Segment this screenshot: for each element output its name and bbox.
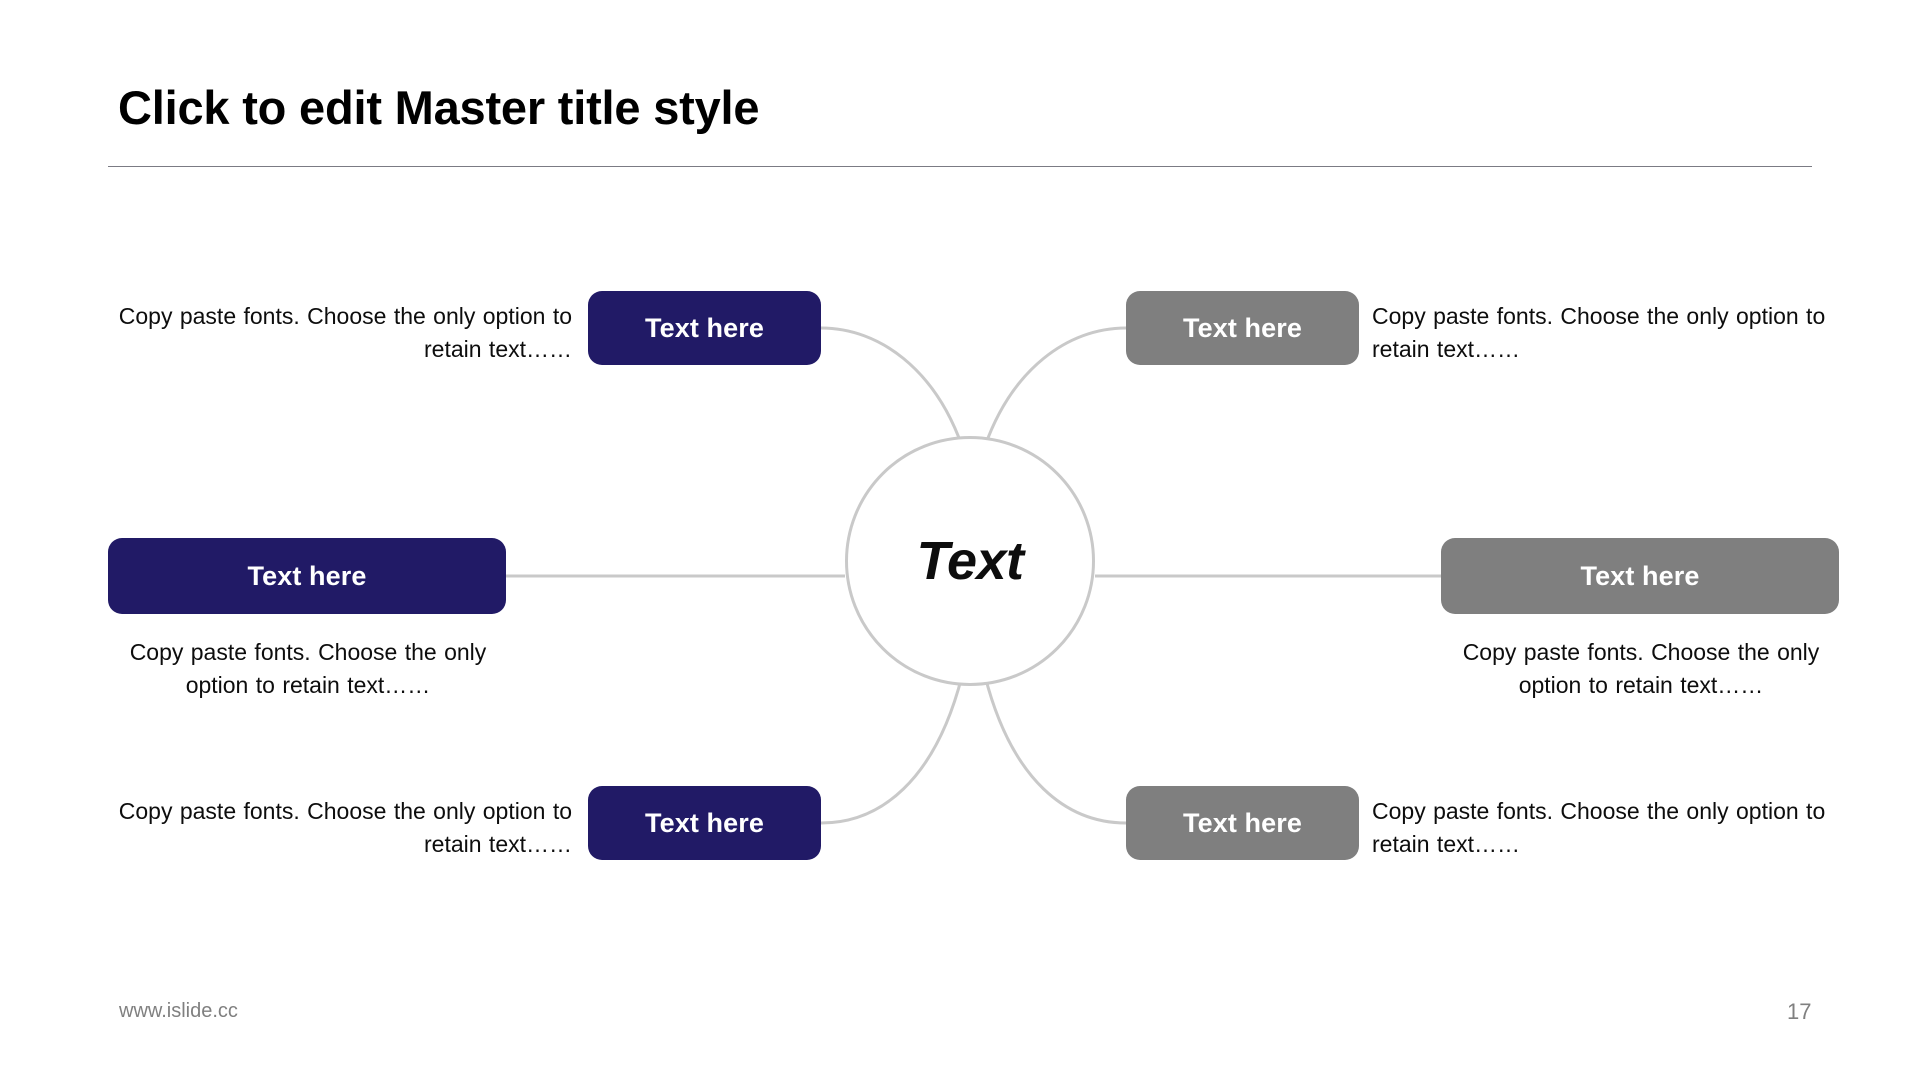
connector-top-right	[983, 326, 1127, 447]
description-top-left[interactable]: Copy paste fonts. Choose the only option…	[118, 303, 572, 362]
node-box-middle-left-label: Text here	[247, 560, 367, 591]
page-title: Click to edit Master title style	[118, 81, 760, 134]
center-circle-node[interactable]: Text	[845, 436, 1095, 686]
description-top-right[interactable]: Copy paste fonts. Choose the only option…	[1372, 303, 1826, 362]
node-box-top-left[interactable]: Text here	[588, 291, 821, 365]
node-box-middle-left[interactable]: Text here	[108, 538, 506, 614]
description-bottom-left[interactable]: Copy paste fonts. Choose the only option…	[118, 798, 572, 857]
node-box-bottom-left-label: Text here	[645, 807, 764, 838]
node-box-top-left-label: Text here	[645, 312, 764, 343]
connector-top-left	[820, 326, 964, 447]
node-box-bottom-right-label: Text here	[1183, 807, 1302, 838]
connector-bottom-left	[820, 675, 964, 825]
footer-url[interactable]: www.islide.cc	[119, 1000, 238, 1022]
title-placeholder[interactable]: Click to edit Master title style	[118, 81, 1818, 135]
center-node-label: Text	[916, 531, 1024, 591]
description-middle-left[interactable]: Copy paste fonts. Choose the only option…	[129, 639, 487, 698]
title-divider	[108, 166, 1812, 167]
slide-page-number: 17	[1787, 999, 1812, 1024]
node-box-top-right-label: Text here	[1183, 312, 1302, 343]
node-box-middle-right[interactable]: Text here	[1441, 538, 1839, 614]
node-box-middle-right-label: Text here	[1580, 560, 1700, 591]
node-box-bottom-left[interactable]: Text here	[588, 786, 821, 860]
description-bottom-right[interactable]: Copy paste fonts. Choose the only option…	[1372, 798, 1826, 857]
connector-bottom-right	[983, 675, 1127, 825]
node-box-top-right[interactable]: Text here	[1126, 291, 1359, 365]
description-middle-right[interactable]: Copy paste fonts. Choose the only option…	[1462, 639, 1820, 698]
node-box-bottom-right[interactable]: Text here	[1126, 786, 1359, 860]
